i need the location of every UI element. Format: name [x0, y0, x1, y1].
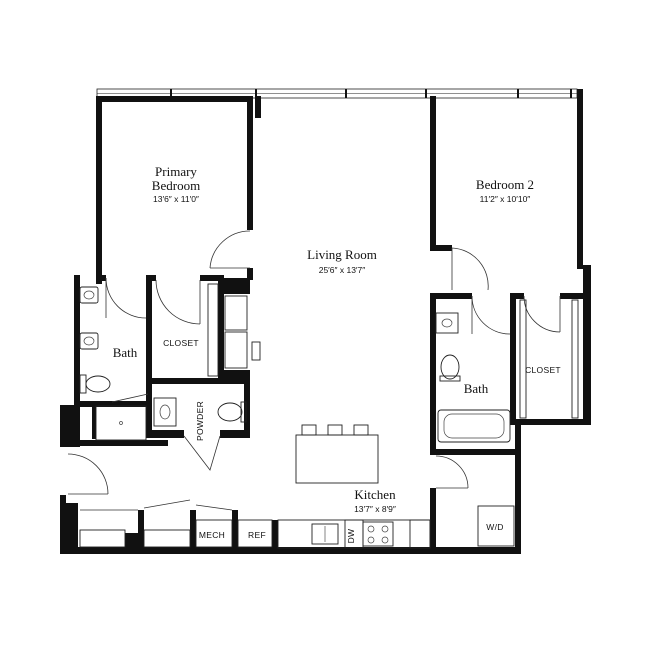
- closet-2-label: CLOSET: [525, 365, 561, 375]
- closet-primary-label: CLOSET: [163, 338, 199, 348]
- primary-bedroom-name: Primary: [155, 164, 197, 179]
- door-swings: [67, 230, 561, 511]
- fixtures: [79, 283, 579, 549]
- kitchen-dims: 13′7″ x 8′9″: [354, 504, 396, 514]
- bath-primary-name: Bath: [113, 345, 138, 360]
- exterior-walls: [60, 89, 591, 554]
- kitchen-name: Kitchen: [354, 487, 396, 502]
- living-room-dims: 25′6″ x 13′7″: [319, 265, 366, 275]
- mech-label: MECH: [199, 530, 225, 540]
- wd-label: W/D: [486, 522, 503, 532]
- bath-2-name: Bath: [464, 381, 489, 396]
- living-room-name: Living Room: [307, 247, 377, 262]
- room-labels: Primary Bedroom 13′6″ x 11′0″ Bedroom 2 …: [113, 164, 561, 543]
- bedroom-2-dims: 11′2″ x 10′10″: [480, 194, 531, 204]
- interior-walls: [60, 96, 584, 554]
- dw-label: DW: [346, 529, 356, 544]
- bedroom-2-name: Bedroom 2: [476, 177, 534, 192]
- primary-bedroom-dims: 13′6″ x 11′0″: [153, 194, 199, 204]
- powder-label: POWDER: [195, 401, 205, 441]
- primary-bedroom-name-2: Bedroom: [152, 178, 200, 193]
- ref-label: REF: [248, 530, 266, 540]
